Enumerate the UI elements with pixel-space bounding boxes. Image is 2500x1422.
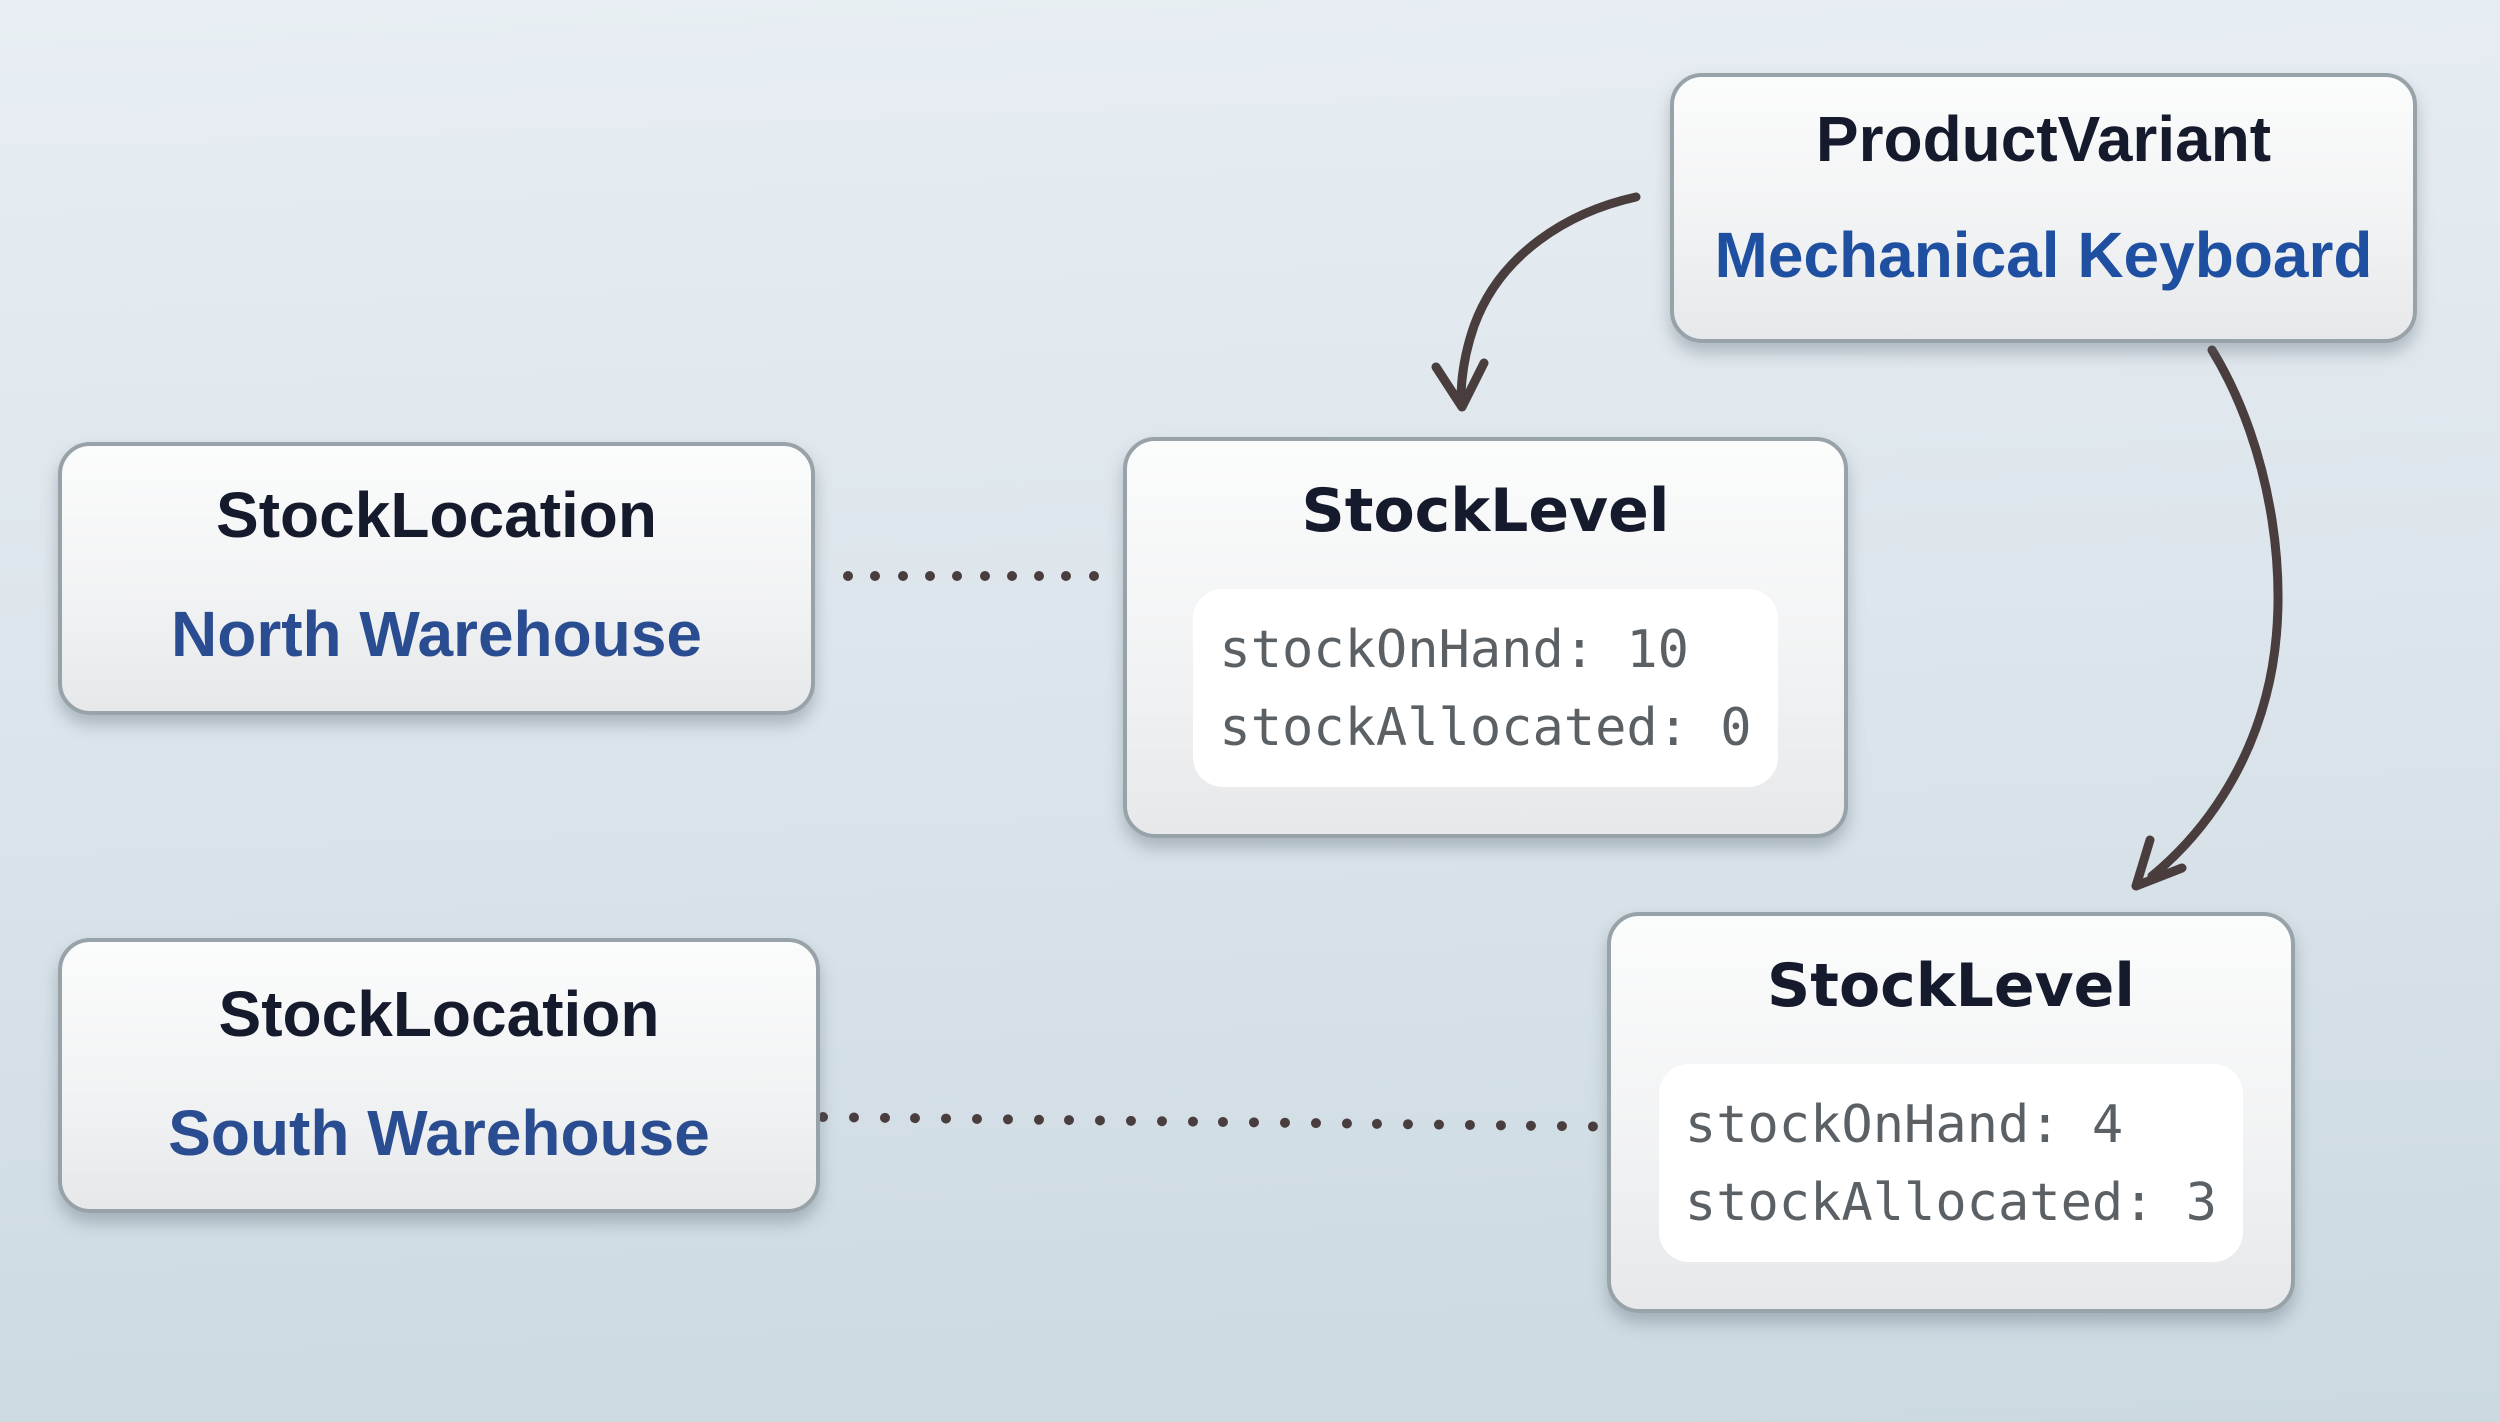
stock-location-north-node: StockLocation North Warehouse: [58, 442, 815, 715]
connection-dot: [1464, 1119, 1475, 1131]
connection-dot: [1064, 1115, 1075, 1126]
variant-name: Mechanical Keyboard: [1714, 219, 2373, 291]
connection-dot: [1125, 1115, 1137, 1126]
arrow-variant-to-north-level: [1456, 192, 1641, 405]
connection-dot: [1279, 1117, 1291, 1128]
node-type-label: StockLevel: [1301, 476, 1670, 546]
connection-dot: [1249, 1117, 1260, 1128]
stock-on-hand-field: stockOnHand: 10: [1219, 620, 1689, 680]
arrow-variant-to-south-level: [2147, 345, 2283, 881]
stock-fields-panel: stockOnHand: 10 stockAllocated: 0: [1193, 589, 1778, 787]
location-name: South Warehouse: [168, 1097, 710, 1169]
arrow-variant-to-south-level-arrowhead: [2131, 835, 2187, 891]
connection-dot: [924, 571, 935, 581]
arrow-variant-to-north-level-arrowhead: [1431, 358, 1489, 412]
stock-level-north-node: StockLevel stockOnHand: 10 stockAllocate…: [1123, 437, 1848, 838]
connection-dot: [971, 1113, 983, 1125]
connection-dot: [1034, 571, 1045, 581]
connection-dot: [1156, 1116, 1167, 1127]
connection-dot: [1061, 571, 1072, 581]
connection-dot: [910, 1113, 921, 1124]
connection-dot: [1006, 571, 1017, 581]
connection-dot: [941, 1113, 952, 1124]
connection-dot: [1187, 1116, 1198, 1127]
connection-dot: [979, 571, 990, 581]
connection-dot: [848, 1112, 859, 1123]
connection-dot: [1433, 1119, 1445, 1130]
connection-dot: [843, 571, 853, 581]
connection-dot: [952, 571, 963, 581]
node-type-label: StockLocation: [218, 978, 660, 1050]
connection-dot: [897, 571, 908, 581]
product-variant-node: ProductVariant Mechanical Keyboard: [1670, 73, 2417, 343]
connection-dot: [1033, 1114, 1044, 1125]
connection-dot: [1557, 1121, 1568, 1132]
connection-dot: [1341, 1118, 1352, 1129]
connection-dot: [1372, 1118, 1383, 1129]
stock-allocated-field: stockAllocated: 0: [1219, 698, 1752, 758]
stock-allocated-field: stockAllocated: 3: [1684, 1173, 2218, 1233]
location-name: North Warehouse: [171, 598, 702, 670]
stock-level-south-node: StockLevel stockOnHand: 4 stockAllocated…: [1607, 912, 2295, 1313]
connection-dot: [1587, 1121, 1599, 1132]
dotted-link-south: [817, 1112, 1629, 1132]
connection-dot: [1218, 1116, 1229, 1128]
node-type-label: StockLevel: [1767, 951, 2135, 1021]
connection-dot: [1310, 1118, 1321, 1129]
connection-dot: [1095, 1115, 1106, 1126]
stock-location-south-node: StockLocation South Warehouse: [58, 938, 820, 1213]
connection-dot: [1002, 1114, 1013, 1125]
connection-dot: [879, 1112, 890, 1123]
stock-fields-panel: stockOnHand: 4 stockAllocated: 3: [1658, 1064, 2244, 1262]
dotted-link-north: [843, 571, 1103, 581]
node-type-label: StockLocation: [216, 479, 657, 551]
node-type-label: ProductVariant: [1815, 103, 2272, 175]
connection-dot: [870, 571, 881, 581]
connection-dot: [1088, 571, 1099, 581]
connection-dot: [1495, 1120, 1506, 1131]
connection-dot: [1403, 1119, 1414, 1130]
stock-on-hand-field: stockOnHand: 4: [1684, 1095, 2124, 1155]
connection-dot: [1526, 1120, 1537, 1131]
